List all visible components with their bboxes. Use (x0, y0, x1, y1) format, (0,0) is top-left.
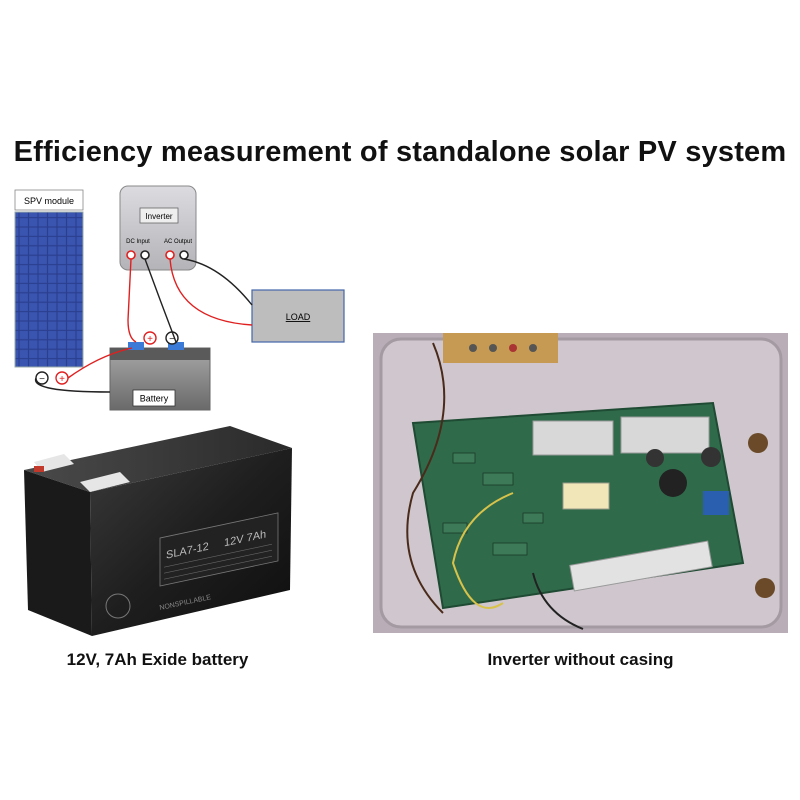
battery-negative-post (168, 342, 184, 350)
spv-module: SPV module (14, 189, 84, 368)
solar-panel-cells (14, 211, 84, 368)
dc-input-label: DC Input (126, 239, 150, 245)
battery-terminal-cover-right (80, 472, 130, 492)
battery-caption: 12V, 7Ah Exide battery (66, 650, 249, 669)
battery-negative-symbol: − (169, 334, 175, 345)
system-diagram: SPV module Inverter DC Input AC Output L… (14, 185, 345, 411)
wire-brown (406, 342, 446, 614)
inductor-right (748, 433, 768, 453)
ac-output-neutral-terminal (179, 250, 189, 260)
wires (34, 258, 253, 393)
front-panel-led-2 (489, 344, 497, 352)
inverter-caption: Inverter without casing (487, 650, 674, 669)
battery-positive-post (128, 342, 144, 350)
capacitor-right (701, 447, 721, 467)
wire-panel-negative (34, 377, 111, 393)
wire-dc-negative (144, 258, 177, 343)
inverter-label: Inverter (145, 212, 172, 221)
dc-input-positive-terminal (126, 250, 136, 260)
battery-sticker: SLA7-12 12V 7Ah (159, 512, 279, 587)
ac-output-line-terminal (165, 250, 175, 260)
battery-red-terminal (34, 466, 44, 472)
battery-positive-symbol: + (147, 334, 153, 345)
relay-blue (703, 491, 729, 515)
recycle-icon (105, 593, 131, 619)
battery-photo-top (24, 426, 292, 492)
spv-module-label: SPV module (24, 196, 74, 206)
wire-panel-positive (67, 347, 133, 379)
battery-photo: SLA7-12 12V 7Ah NONSPILLABLE (24, 426, 292, 636)
inverter-box (119, 185, 197, 271)
inverter-block: Inverter DC Input AC Output (119, 185, 197, 271)
front-panel-led-3 (509, 344, 517, 352)
heatsink-bottom (569, 540, 713, 592)
inverter-label-box (139, 207, 179, 224)
load-label: LOAD (286, 312, 311, 322)
battery-label: Battery (140, 394, 169, 404)
transformer (562, 482, 610, 510)
wire-black (532, 572, 584, 630)
spv-module-label-box (14, 189, 84, 211)
wire-ac-line (169, 258, 253, 326)
pcb-components (442, 452, 544, 556)
capacitor-mid (646, 449, 664, 467)
battery-positive-marker (143, 331, 157, 345)
battery-top (110, 348, 210, 360)
panel-positive-symbol: + (59, 374, 65, 385)
load-block: LOAD (251, 289, 345, 343)
load-box (251, 289, 345, 343)
ac-output-label: AC Output (164, 239, 192, 245)
dc-input-negative-terminal (140, 250, 150, 260)
heatsink-left (532, 420, 614, 456)
wire-ac-neutral (183, 258, 253, 306)
capacitor-large (659, 469, 687, 497)
battery-label-box (132, 389, 176, 407)
wire-yellow (451, 492, 514, 609)
battery-photo-side (24, 470, 92, 636)
inductor-bottom (755, 578, 775, 598)
front-panel-led-1 (469, 344, 477, 352)
battery-block: Battery (109, 342, 211, 411)
panel-negative-symbol: − (39, 374, 45, 385)
front-panel-led-4 (529, 344, 537, 352)
heatsink-right (620, 416, 710, 454)
inverter-front-panel-board (443, 333, 558, 363)
page-title: Efficiency measurement of standalone sol… (13, 136, 787, 168)
wire-dc-positive (127, 258, 137, 343)
inverter-photo (373, 333, 788, 633)
